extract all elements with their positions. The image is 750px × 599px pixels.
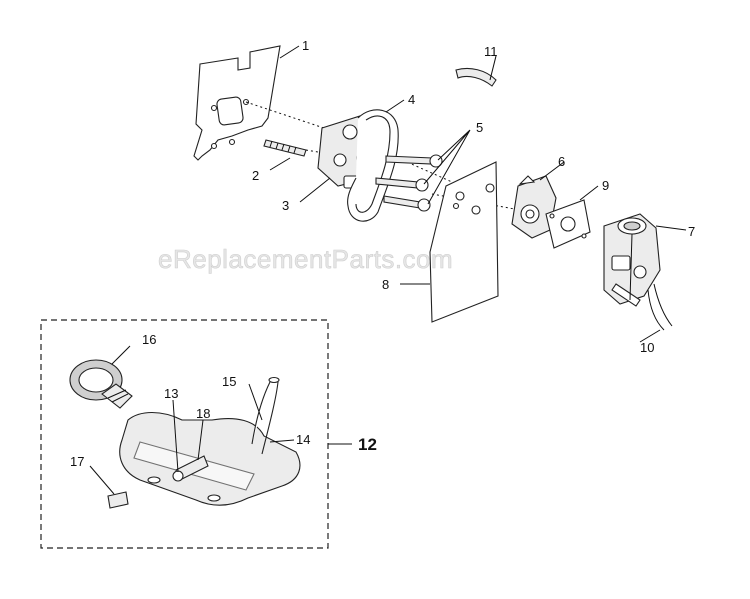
- leader-lines: [89, 45, 687, 495]
- part-16-fuel-cap: [69, 359, 133, 409]
- part-5-screws: [375, 154, 443, 212]
- part-9-gasket: [545, 199, 591, 249]
- callout-10: 10: [640, 340, 654, 355]
- part-15-fuel-line: [251, 376, 280, 455]
- part-tank: [119, 411, 301, 506]
- callout-labels: 1 2 3 4 5 6 7 8 9 10 11 12 13 14 15 16 1…: [70, 38, 695, 469]
- callout-4: 4: [408, 92, 415, 107]
- part-4-hose: [347, 109, 399, 222]
- callout-6: 6: [558, 154, 565, 169]
- part-8-plate: [429, 161, 499, 323]
- callout-12: 12: [358, 435, 377, 454]
- kit-box-12: [40, 319, 329, 549]
- callout-9: 9: [602, 178, 609, 193]
- callout-3: 3: [282, 198, 289, 213]
- callout-14: 14: [296, 432, 310, 447]
- part-2-screw: [263, 139, 307, 157]
- callout-2: 2: [252, 168, 259, 183]
- part-10-lines: [647, 283, 673, 331]
- screw-upper: [385, 154, 443, 168]
- callout-16: 16: [142, 332, 156, 347]
- watermark-text: eReplacementParts.com: [158, 244, 453, 274]
- callout-17: 17: [70, 454, 84, 469]
- callout-5: 5: [476, 120, 483, 135]
- callout-11: 11: [484, 44, 498, 59]
- part-17-grommet: [107, 491, 129, 509]
- callout-15: 15: [222, 374, 236, 389]
- part-18-filter: [172, 455, 209, 482]
- part-6-cover: [511, 175, 557, 239]
- screw-lower: [383, 195, 431, 212]
- part-7-carburetor: [603, 213, 661, 307]
- callout-13: 13: [164, 386, 178, 401]
- callout-7: 7: [688, 224, 695, 239]
- part-11-hose-piece: [455, 67, 497, 87]
- callout-1: 1: [302, 38, 309, 53]
- callout-8: 8: [382, 277, 389, 292]
- part-1-gasket: [193, 45, 281, 161]
- screw-middle: [375, 177, 429, 192]
- callout-18: 18: [196, 406, 210, 421]
